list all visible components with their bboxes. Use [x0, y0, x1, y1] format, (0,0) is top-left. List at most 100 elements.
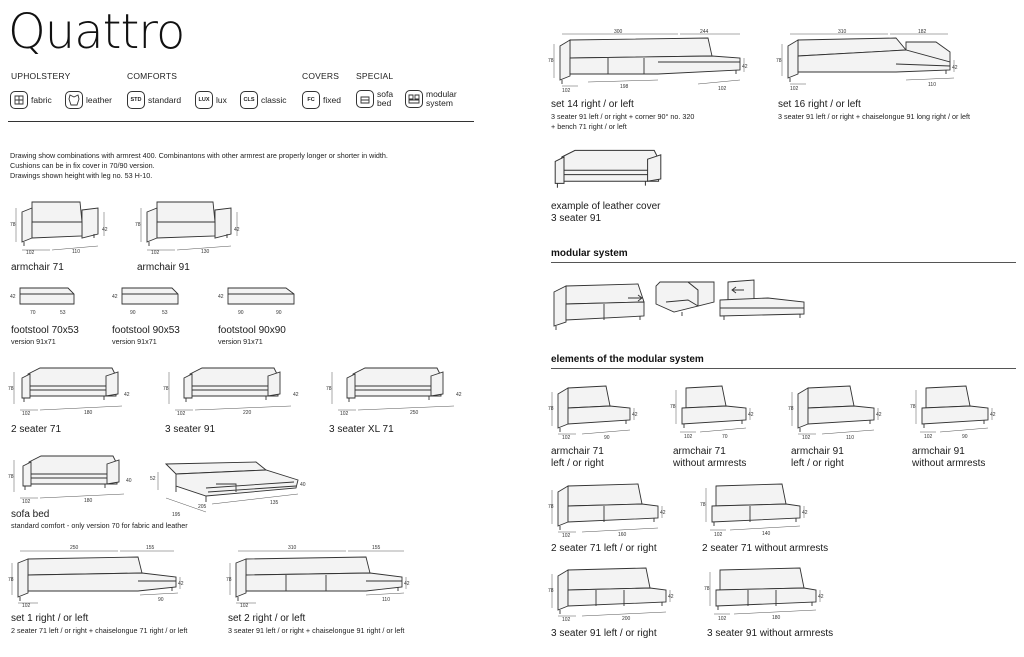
modular-label-2: system [426, 98, 453, 108]
set14-dim-h: 78 [548, 58, 554, 64]
header-divider [8, 121, 474, 122]
element-3-seater-91-lr-label: 3 seater 91 left / or right [551, 628, 657, 639]
option-lux: LUX lux [195, 91, 227, 109]
set14-dim-w: 300 [614, 29, 623, 35]
2-seater-71-drawing: 78 42 102 180 [8, 367, 130, 417]
e2-dim-d: 102 [684, 434, 693, 440]
3-seater-91-label: 3 seater 91 [165, 424, 216, 435]
s3xl-dim-w: 250 [410, 410, 419, 416]
sofa-bed-sub: standard comfort - only version 70 for f… [11, 521, 188, 530]
set16-dim-chaise: 182 [918, 29, 927, 35]
e4-dim-seat: 42 [990, 412, 996, 418]
2-seater-71-label: 2 seater 71 [11, 424, 62, 435]
std-badge: STD [127, 91, 145, 109]
set-14-sub-2: + bench 71 right / or left [551, 122, 627, 131]
note-2: Cushions can be in fix cover in 70/90 ve… [10, 161, 155, 170]
armchair-91-label: armchair 91 [137, 262, 190, 273]
fs9053-dim-w: 90 [130, 310, 136, 316]
set-1-label: set 1 right / or left [11, 613, 89, 624]
option-fabric-label: fabric [31, 95, 52, 105]
sofabed-open-dim-seat: 40 [300, 482, 306, 488]
header-upholstery: UPHOLSTERY [11, 71, 71, 81]
s3xl-dim-seat: 42 [456, 392, 462, 398]
e1-dim-w: 90 [604, 435, 610, 440]
sofabed-open-dim-2: 205 [198, 504, 207, 510]
e8-dim-seat: 42 [818, 594, 824, 600]
option-classic: CLS classic [240, 91, 287, 109]
notes: Drawing show combinations with armrest 4… [10, 151, 470, 181]
element-armchair-91-na-label: armchair 91 without armrests [912, 446, 985, 470]
armchair91-dim-seat: 42 [234, 227, 240, 233]
e5-dim-h: 78 [548, 504, 554, 510]
e7-dim-seat: 42 [668, 594, 674, 600]
sofa-bed-label: sofa bed [11, 509, 50, 520]
sofabed-open-dim-1: 195 [172, 512, 181, 518]
option-standard-label: standard [148, 95, 182, 105]
header-comforts: COMFORTS [127, 71, 178, 81]
set-2-label: set 2 right / or left [228, 613, 306, 624]
element-2-seater-71-lr-drawing: 78 42 102 160 [548, 483, 666, 538]
element-2-seater-71-na-drawing: 78 42 102 140 [700, 483, 808, 538]
leather-hide-icon [65, 91, 83, 109]
set2-dim-d: 102 [240, 603, 249, 609]
armchair-71-drawing: 78 42 102 110 [10, 201, 108, 256]
fs7053-dim-w: 70 [30, 310, 36, 316]
e3-dim-d: 102 [802, 435, 811, 440]
sofabed-dim-h: 78 [8, 474, 14, 480]
e4-dim-w: 90 [962, 434, 968, 440]
set2-dim-w: 310 [288, 545, 297, 551]
sofa-bed-drawing: 78 40 102 180 [8, 455, 132, 505]
sofa-bed-icon [356, 90, 374, 108]
set16-dim-d: 102 [790, 86, 799, 92]
sofabed-dim-seat: 40 [126, 478, 132, 484]
set-2-sub: 3 seater 91 left / or right + chaiselong… [228, 626, 405, 635]
option-leather: leather [65, 91, 112, 109]
element-2-seater-71-na-label: 2 seater 71 without armrests [702, 543, 829, 554]
set-14-drawing: 300 244 78 42 102 198 102 [548, 29, 748, 94]
leather-cover-drawing [554, 149, 662, 189]
set1-dim-w: 250 [70, 545, 79, 551]
e2-line2: without armrests [673, 458, 747, 469]
armchair-71-label: armchair 71 [11, 262, 64, 273]
e5-dim-seat: 42 [660, 510, 666, 516]
option-fixed-label: fixed [323, 95, 341, 105]
e3-line2: left / or right [791, 458, 844, 469]
e7-dim-d: 102 [562, 617, 571, 622]
set-1-drawing: 250 155 78 42 102 90 [8, 545, 184, 609]
footstool-90x53-label: footstool 90x53 [112, 325, 180, 336]
s3xl-dim-d: 102 [340, 411, 349, 417]
set2-dim-cd: 110 [382, 597, 390, 603]
e1-line1: armchair 71 [551, 446, 604, 457]
set1-dim-h: 78 [8, 577, 14, 583]
elements-heading: elements of the modular system [551, 354, 704, 365]
set14-dim-b: 102 [718, 86, 727, 92]
3-seater-91-drawing: 78 42 102 220 [163, 367, 299, 417]
s391-dim-seat: 42 [293, 392, 299, 398]
lux-badge: LUX [195, 91, 213, 109]
e5-dim-d: 102 [562, 533, 571, 538]
fs9053-dim-d: 53 [162, 310, 168, 316]
e8-dim-d: 102 [718, 616, 727, 622]
option-lux-label: lux [216, 95, 227, 105]
option-classic-label: classic [261, 95, 287, 105]
fc-badge: FC [302, 91, 320, 109]
modular-system-drawing [553, 279, 805, 330]
e2-dim-h: 78 [670, 404, 676, 410]
modular-system-rule [551, 262, 1016, 263]
set14-dim-corner: 244 [700, 29, 709, 35]
footstool-90x90-sub: version 91x71 [218, 337, 263, 346]
e4-line1: armchair 91 [912, 446, 965, 457]
header-special: SPECIAL [356, 71, 394, 81]
e6-dim-seat: 42 [802, 510, 808, 516]
footstool-90x53-sub: version 91x71 [112, 337, 157, 346]
cls-badge: CLS [240, 91, 258, 109]
set-2-drawing: 310 155 78 42 102 110 [226, 545, 410, 609]
fs9090-dim-h: 42 [218, 294, 224, 300]
armchair91-dim-depth: 102 [151, 250, 160, 256]
set16-dim-seat: 42 [952, 65, 958, 71]
e6-dim-h: 78 [700, 502, 706, 508]
note-3: Drawings shown height with leg no. 53 H-… [10, 171, 153, 180]
page-title: Quattro [8, 4, 185, 60]
